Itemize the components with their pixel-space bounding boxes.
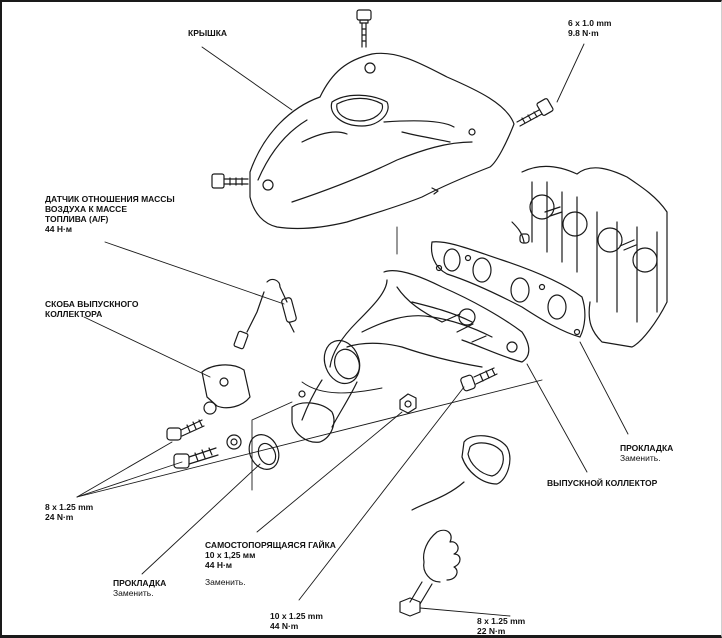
leader-stud-bolt (298, 386, 465, 601)
label-af-sensor-line1: ДАТЧИК ОТНОШЕНИЯ МАССЫ (45, 194, 175, 204)
label-top-right-bolt-size: 6 x 1.0 mm (568, 18, 612, 28)
leader-gasket-right (579, 341, 629, 435)
label-af-sensor-line2: ВОЗДУХА К МАССЕ (45, 204, 127, 214)
bracket-bolt-lower (173, 434, 242, 469)
label-gasket-right: ПРОКЛАДКА (620, 443, 674, 453)
label-af-sensor-torque: 44 Н·м (45, 224, 73, 234)
label-bracket-bolts-torque: 24 N·m (45, 512, 74, 522)
exhaust-manifold (291, 270, 530, 443)
label-exhaust-manifold: ВЫПУСКНОЙ КОЛЛЕКТОР (547, 478, 658, 488)
label-af-sensor-line3: ТОПЛИВА (A/F) (45, 214, 109, 224)
label-bracket-line1: СКОБА ВЫПУСКНОГО (45, 299, 139, 309)
leader-top-right-bolt (556, 43, 585, 103)
cover-right-bolt (516, 98, 554, 127)
cylinder-head (511, 165, 668, 348)
leader-bracket-bolts-d (251, 401, 293, 491)
leader-cover-lower (301, 381, 383, 394)
label-self-locking-nut-note: Заменить. (205, 577, 246, 587)
label-stud-bolt-size: 10 x 1.25 mm (270, 611, 323, 621)
label-cover: КРЫШКА (188, 28, 228, 38)
label-self-locking-nut-size: 10 x 1,25 мм (205, 550, 256, 560)
label-bracket-bolts-size: 8 x 1.25 mm (45, 502, 94, 512)
leader-lines (76, 43, 629, 617)
spring-bolt (399, 529, 461, 617)
label-gasket-left: ПРОКЛАДКА (113, 578, 167, 588)
leader-bracket-bolts-b (76, 461, 183, 498)
leader-manifold (526, 363, 588, 473)
leader-bracket-bolts-a (76, 441, 173, 498)
af-sensor (233, 278, 297, 350)
label-top-right-bolt-torque: 9.8 N·m (568, 28, 599, 38)
leader-gasket-left (141, 463, 261, 575)
leader-af-sensor (104, 241, 285, 305)
label-self-locking-nut-torque: 44 Н·м (205, 560, 233, 570)
leader-cover (201, 46, 293, 111)
manifold-bracket (201, 364, 251, 409)
bracket-bolt-upper (166, 401, 217, 441)
leader-self-locking-nut (256, 411, 403, 533)
label-gasket-left-note: Заменить. (113, 588, 154, 598)
cover-top-bolt (356, 9, 372, 48)
cover-left-bolt (211, 173, 249, 189)
label-bracket-line2: КОЛЛЕКТОРА (45, 309, 103, 319)
heat-shield-cover (249, 52, 515, 229)
leader-bracket-bolts-c (76, 379, 543, 498)
manifold-gasket (430, 241, 586, 338)
self-locking-nut (399, 393, 417, 414)
label-stud-bolt-torque: 44 N·m (270, 621, 299, 631)
stud-bolt (460, 367, 498, 392)
exhaust-seal-ring (411, 435, 511, 511)
flange-gasket (248, 434, 280, 470)
label-gasket-right-note: Заменить. (620, 453, 661, 463)
label-spring-bolt-torque: 22 N·m (477, 626, 506, 636)
leader-bracket (83, 316, 211, 378)
label-self-locking-nut: САМОСТОПОРЯЩАЯСЯ ГАЙКА (205, 540, 336, 550)
leader-spring-bolt (419, 607, 511, 617)
label-spring-bolt-size: 8 x 1.25 mm (477, 616, 526, 626)
